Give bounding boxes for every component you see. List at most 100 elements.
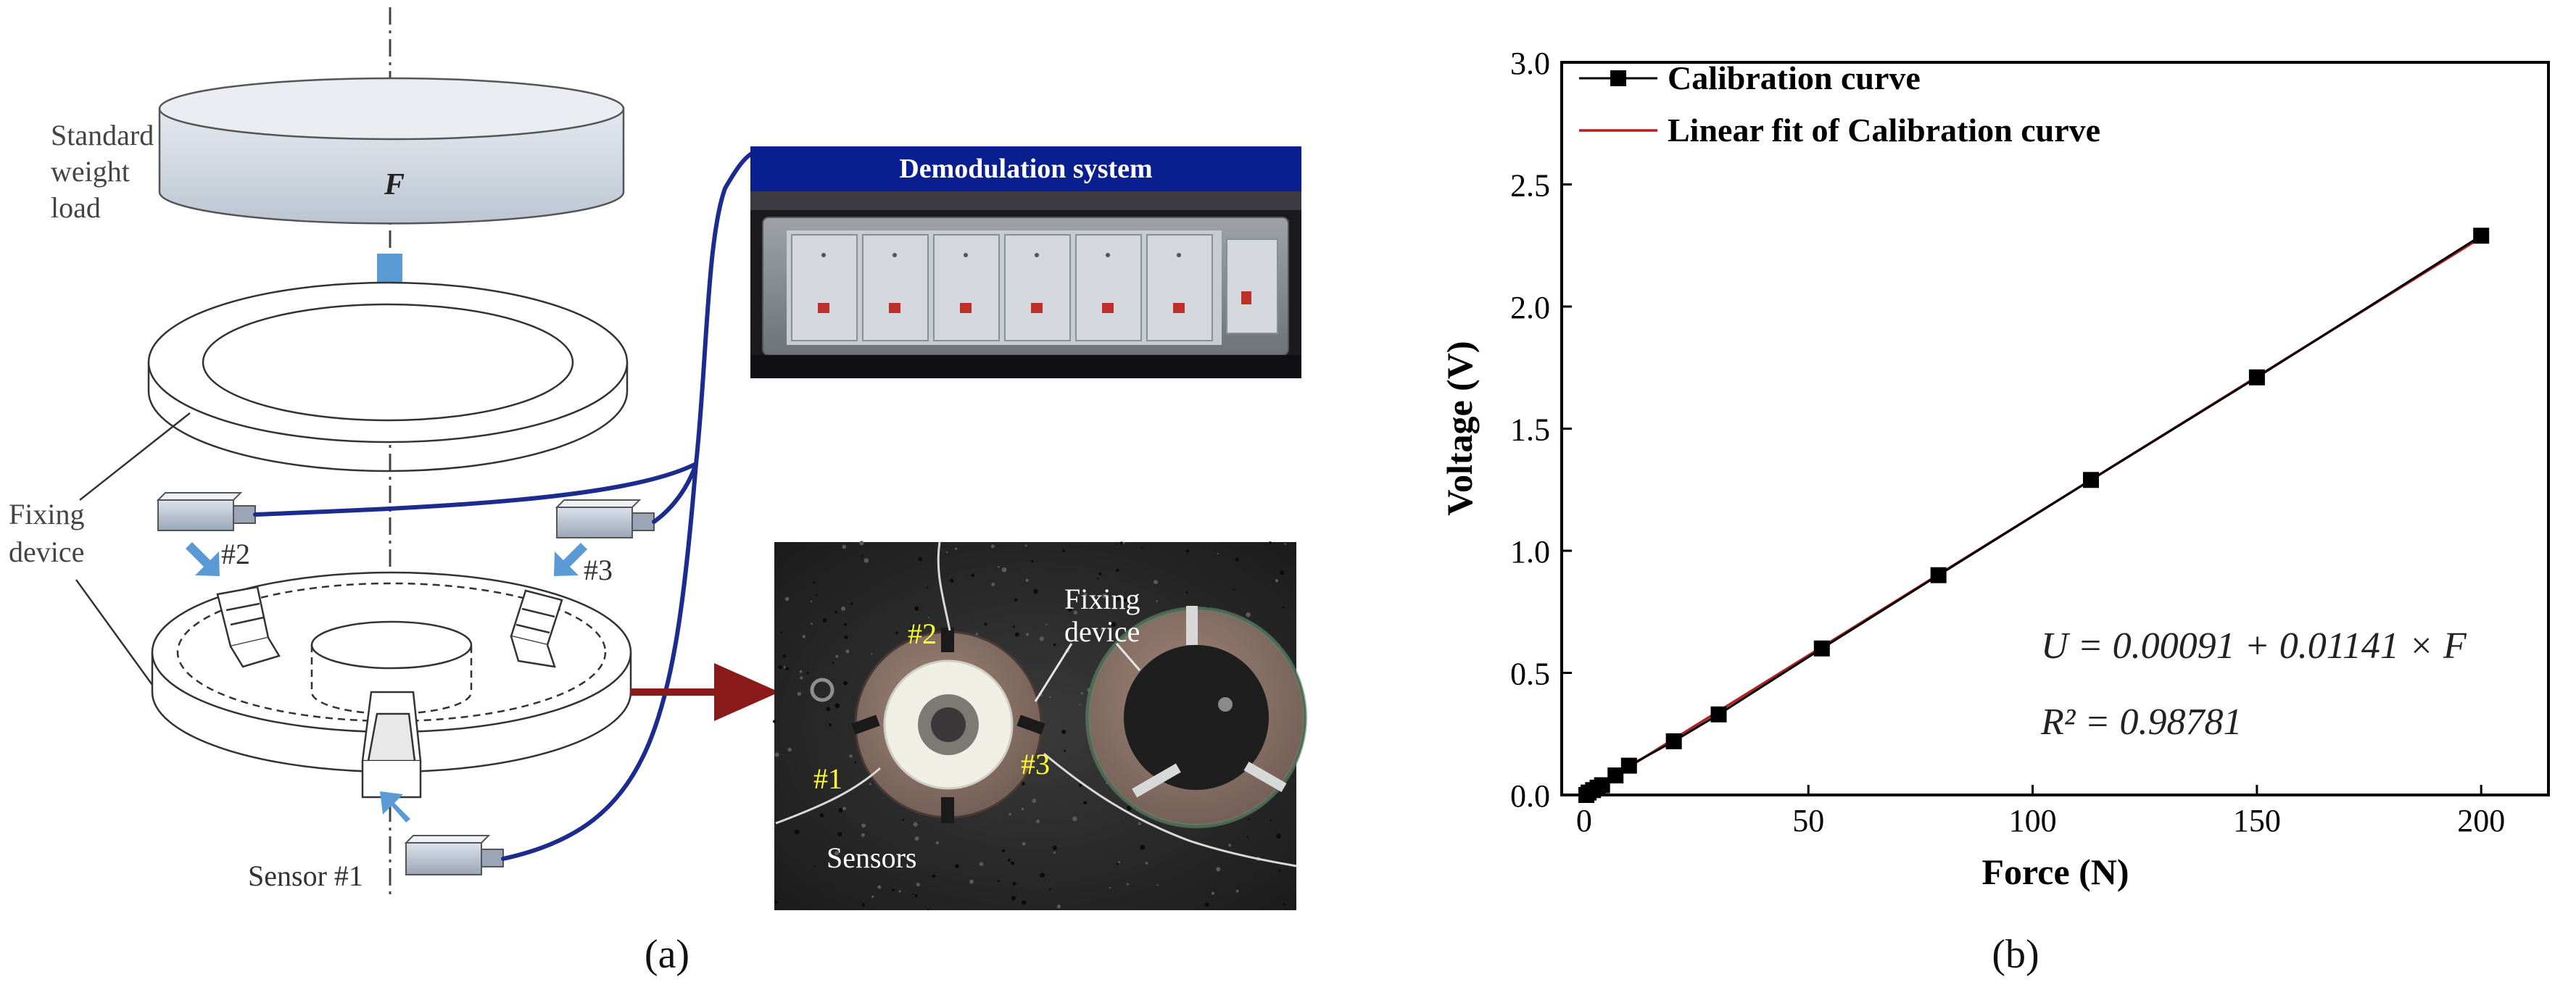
- speckle: [1021, 900, 1027, 905]
- speckle: [902, 819, 905, 821]
- module-dot: [821, 253, 826, 257]
- slot-1: [361, 691, 422, 799]
- speckle: [861, 833, 865, 837]
- module-led: [818, 303, 829, 313]
- speckle: [1021, 782, 1025, 786]
- speckle: [1276, 833, 1281, 839]
- speckle: [1185, 591, 1188, 594]
- speckle: [1014, 598, 1018, 601]
- optical-fibers: [253, 150, 756, 861]
- fixing-device-label-line1: Fixing: [9, 498, 84, 530]
- speckle: [1072, 816, 1077, 822]
- speckle: [837, 831, 842, 837]
- module-panel: [1075, 234, 1142, 341]
- speckle: [1117, 861, 1121, 864]
- slot-2: [216, 586, 281, 668]
- module-dot: [964, 253, 968, 257]
- speckle: [849, 754, 853, 758]
- speckle: [1040, 873, 1045, 878]
- upper-ring: [147, 281, 629, 472]
- module-led: [1173, 303, 1185, 313]
- speckle: [861, 903, 865, 907]
- speckle: [898, 890, 901, 893]
- speckle: [935, 841, 940, 845]
- speckle: [954, 547, 958, 550]
- speckle: [1039, 636, 1044, 641]
- y-ticks: 0.00.51.01.52.02.53.0: [1510, 46, 1572, 814]
- speckle: [1156, 600, 1158, 602]
- speckle: [834, 703, 840, 709]
- data-point: [1607, 767, 1624, 784]
- speckle: [913, 893, 915, 895]
- speckle: [842, 680, 848, 686]
- speckle: [869, 783, 871, 786]
- speckle: [783, 666, 786, 669]
- speckle: [813, 865, 816, 867]
- speckle: [1073, 610, 1078, 615]
- speckle: [984, 623, 987, 626]
- speckle: [1080, 691, 1084, 695]
- sensor-3-box: [555, 499, 655, 538]
- speckle: [1048, 888, 1051, 891]
- speckle: [835, 654, 839, 658]
- data-point: [2473, 228, 2490, 244]
- speckle: [832, 662, 834, 664]
- speckle: [1283, 903, 1286, 906]
- speckle: [1007, 858, 1011, 862]
- sensor-photo: [772, 541, 1307, 911]
- photo-sensors-label: Sensors: [827, 841, 916, 874]
- speckle: [1096, 578, 1099, 580]
- speckle: [1079, 783, 1082, 787]
- speckle: [997, 880, 1000, 883]
- speckle: [784, 596, 790, 601]
- speckle: [1119, 541, 1124, 545]
- speckle: [842, 807, 846, 811]
- speckle: [1083, 801, 1088, 805]
- panel-a-label: (a): [645, 932, 689, 977]
- speckle: [1280, 570, 1285, 575]
- speckle: [794, 829, 800, 835]
- speckle: [1282, 606, 1285, 609]
- speckle: [1248, 818, 1250, 821]
- y-tick-label: 2.5: [1510, 168, 1550, 204]
- speckle: [1140, 844, 1146, 850]
- speckle: [1064, 749, 1066, 752]
- speckle: [1246, 836, 1248, 838]
- r-squared: R² = 0.98781: [2040, 702, 2242, 743]
- photo-fixing-line1: Fixing: [1064, 583, 1140, 615]
- speckle: [799, 670, 803, 673]
- speckle: [1012, 881, 1016, 886]
- speckle: [1217, 552, 1219, 554]
- slot-3: [510, 589, 563, 668]
- data-point: [2082, 472, 2099, 488]
- sensor-1-arrow-icon: [380, 791, 410, 823]
- plot-frame: [1560, 61, 2550, 796]
- fit-equation: U = 0.00091 + 0.01141 × F: [2041, 625, 2467, 667]
- speckle: [1101, 627, 1106, 632]
- data-point: [1594, 777, 1610, 794]
- speckle: [1127, 805, 1132, 811]
- speckle: [772, 720, 776, 723]
- x-axis-label: Force (N): [1981, 852, 2129, 892]
- speckle: [834, 610, 838, 614]
- y-tick-label: 1.5: [1510, 412, 1550, 448]
- module-led: [960, 303, 972, 313]
- module-panel: [933, 234, 1000, 341]
- speckle: [785, 667, 790, 671]
- speckle: [800, 676, 803, 680]
- speckle: [806, 672, 809, 675]
- demodulation-photo: [750, 146, 1301, 378]
- speckle: [1096, 594, 1099, 596]
- speckle: [1036, 819, 1040, 823]
- speckle: [1185, 549, 1190, 553]
- speckle: [871, 895, 874, 899]
- photo-tag-1: #1: [813, 762, 842, 795]
- sensor-1-label: Sensor #1: [248, 859, 363, 892]
- speckle: [945, 551, 948, 554]
- sensor-3-label: #3: [584, 554, 613, 586]
- speckle: [975, 633, 979, 636]
- legend-fit-label: Linear fit of Calibration curve: [1668, 112, 2100, 149]
- speckle: [822, 617, 827, 623]
- speckle: [1145, 862, 1148, 865]
